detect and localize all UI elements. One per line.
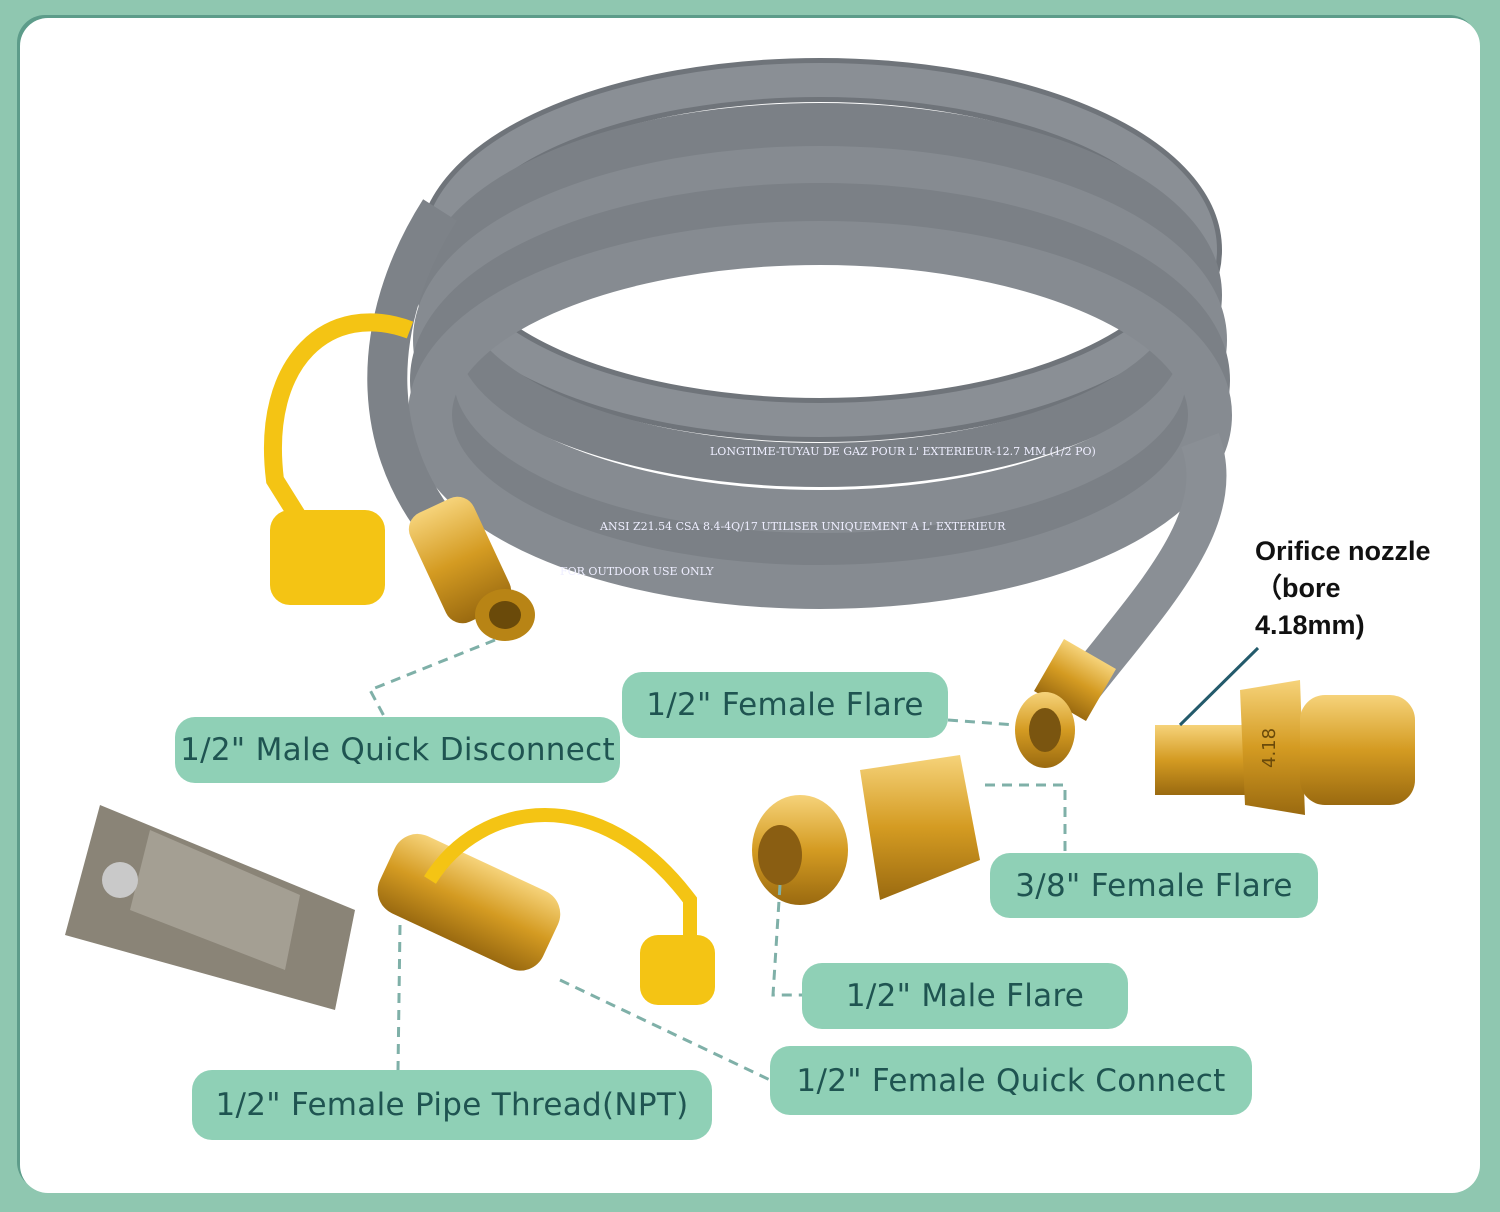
orifice-note-line1: Orifice nozzle [1255,536,1431,566]
hose-coil [408,58,1232,609]
orifice-nozzle: 4.18 [1155,646,1415,815]
hose-marking: FOR OUTDOOR USE ONLY [560,565,714,578]
label-female-quick-connect: 1/2" Female Quick Connect [770,1046,1252,1115]
hose-marking: ANSI Z21.54 CSA 8.4-4Q/17 UTILISER UNIQU… [599,520,1006,533]
orifice-note-line2: （bore [1255,573,1341,603]
leader-lines [367,638,1067,1082]
label-male-flare: 1/2" Male Flare [802,963,1128,1029]
nozzle-stamp: 4.18 [1259,728,1280,768]
label-female-flare-three-eighths: 3/8" Female Flare [990,853,1318,918]
label-female-pipe-thread: 1/2" Female Pipe Thread(NPT) [192,1070,712,1140]
orifice-note-line3: 4.18mm) [1255,610,1365,640]
female-quick-connect-fitting [377,808,715,1005]
yellow-dust-cap [264,313,414,605]
male-quick-disconnect-fitting [408,496,535,641]
flare-adapter-fitting [752,755,980,905]
label-male-quick-disconnect: 1/2" Male Quick Disconnect [175,717,620,783]
female-flare-nut [1015,639,1116,768]
mounting-bracket [65,805,355,1010]
hose-tail-right [1064,433,1227,703]
orifice-note: Orifice nozzle （bore 4.18mm) [1255,533,1431,644]
label-female-flare-half: 1/2" Female Flare [622,672,948,738]
hose-marking: LONGTIME-TUYAU DE GAZ POUR L' EXTERIEUR-… [710,445,1096,458]
